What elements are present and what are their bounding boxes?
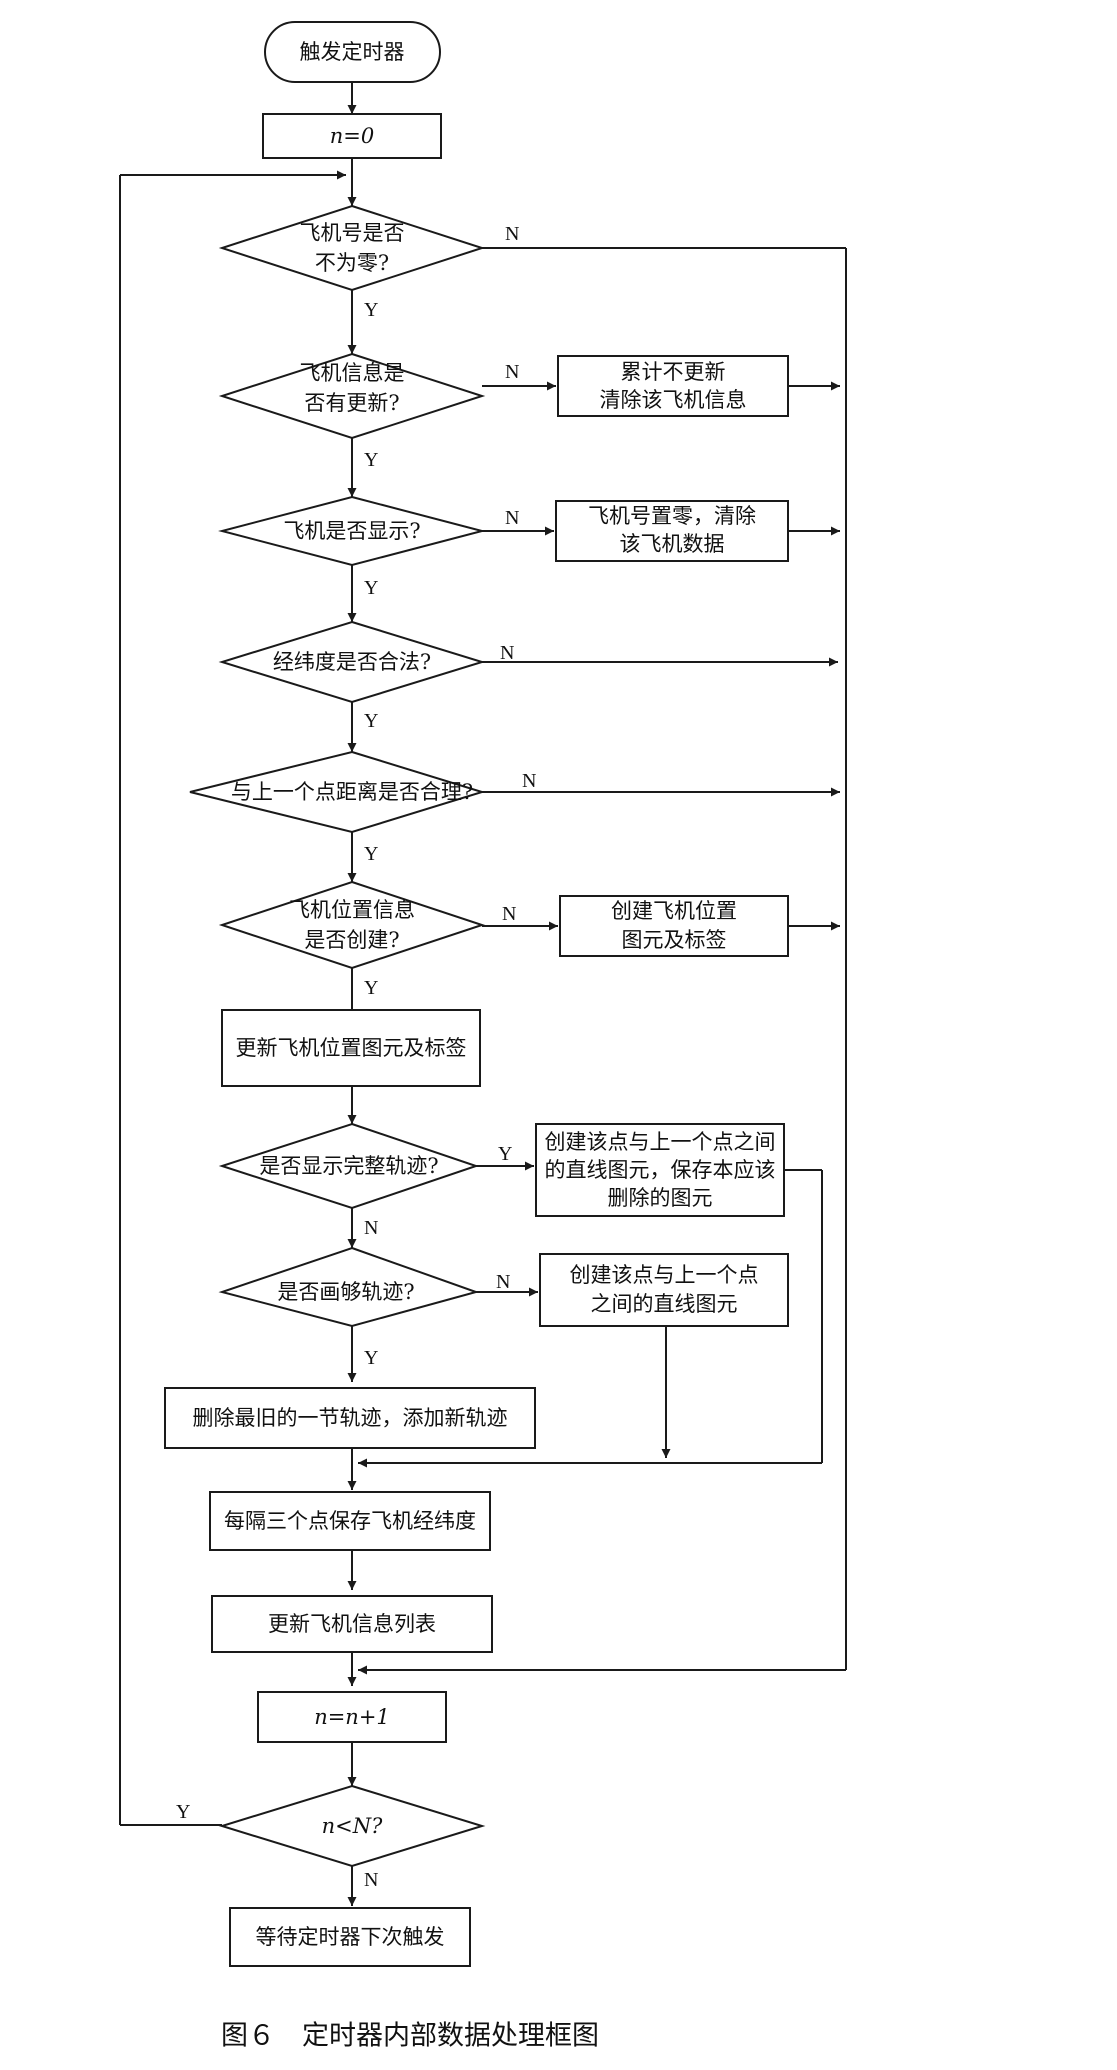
branch-label-n: N [522,770,536,792]
node-init-label: n=0 [330,124,374,148]
process-create-line-label: 创建该点与上一个点 [570,1263,759,1287]
decision-info-updated-label: 飞机信息是 [300,361,405,385]
process-update-position: 更新飞机位置图元及标签 [221,1009,481,1087]
process-zero-id-label: 飞机号置零，清除 [588,504,756,528]
branch-label-n: N [496,1271,510,1293]
branch-label-n: N [505,223,519,245]
branch-label-y: Y [364,577,378,599]
branch-label-n: N [502,903,516,925]
process-zero-id: 飞机号置零，清除 该飞机数据 [555,500,789,562]
process-delete-oldest: 删除最旧的一节轨迹，添加新轨迹 [164,1387,536,1449]
branch-label-y: Y [176,1801,190,1823]
decision-full-track-label: 是否显示完整轨迹? [259,1154,438,1178]
decision-enough-track: 是否画够轨迹? [218,1246,480,1328]
branch-label-n: N [505,361,519,383]
decision-plane-id-label: 不为零? [315,251,389,275]
decision-distance-ok-label: 与上一个点距离是否合理? [231,780,473,804]
process-create-line-keep-label: 删除的图元 [608,1186,713,1210]
branch-label-y: Y [364,449,378,471]
branch-label-n: N [364,1869,378,1891]
process-create-position-label: 图元及标签 [622,928,727,952]
decision-distance-ok: 与上一个点距离是否合理? [189,750,486,834]
decision-pos-created-label: 飞机位置信息 [289,898,415,922]
decision-pos-created-label: 是否创建? [304,928,399,952]
decision-loop: n<N? [218,1784,486,1868]
process-update-list: 更新飞机信息列表 [211,1595,493,1653]
process-accumulate-clear-label: 累计不更新 [621,360,726,384]
process-accumulate-clear: 累计不更新 清除该飞机信息 [557,355,789,417]
node-end: 等待定时器下次触发 [229,1907,471,1967]
branch-labels: N Y N Y N Y N Y N Y N Y Y N N Y Y N [176,223,536,1891]
process-create-position: 创建飞机位置 图元及标签 [559,895,789,957]
node-init: n=0 [262,113,442,159]
process-create-line: 创建该点与上一个点 之间的直线图元 [539,1253,789,1327]
process-delete-oldest-label: 删除最旧的一节轨迹，添加新轨迹 [193,1406,508,1430]
branch-label-y: Y [364,843,378,865]
decision-info-updated-label: 否有更新? [304,391,399,415]
figure-caption: 图６ 定时器内部数据处理框图 [221,2021,599,2052]
process-create-line-keep: 创建该点与上一个点之间 的直线图元，保存本应该 删除的图元 [535,1123,785,1217]
decision-pos-created: 飞机位置信息 是否创建? [218,880,486,970]
branch-label-n: N [505,507,519,529]
decision-plane-id: 飞机号是否 不为零? [218,204,486,292]
decision-displayed: 飞机是否显示? [218,495,486,567]
decision-info-updated: 飞机信息是 否有更新? [218,352,486,440]
branch-label-n: N [364,1217,378,1239]
decision-enough-track-label: 是否画够轨迹? [277,1280,414,1304]
process-create-line-keep-label: 创建该点与上一个点之间 [545,1130,776,1154]
node-start-label: 触发定时器 [300,40,405,64]
branch-label-n: N [500,642,514,664]
process-create-line-keep-label: 的直线图元，保存本应该 [545,1158,776,1182]
process-create-position-label: 创建飞机位置 [611,899,737,923]
process-save-latlon-label: 每隔三个点保存飞机经纬度 [224,1509,476,1533]
branch-label-y: Y [364,710,378,732]
process-update-position-label: 更新飞机位置图元及标签 [236,1036,467,1060]
decision-full-track: 是否显示完整轨迹? [218,1122,480,1210]
decision-displayed-label: 飞机是否显示? [283,519,420,543]
decision-latlon-valid: 经纬度是否合法? [218,620,486,704]
process-save-latlon: 每隔三个点保存飞机经纬度 [209,1491,491,1551]
decision-latlon-valid-label: 经纬度是否合法? [273,650,431,674]
node-start: 触发定时器 [264,21,441,83]
connectors [119,82,847,1906]
branch-label-y: Y [364,977,378,999]
process-increment-label: n=n+1 [314,1705,390,1729]
node-end-label: 等待定时器下次触发 [256,1925,445,1949]
decision-loop-label: n<N? [322,1814,383,1838]
branch-label-y: Y [364,1347,378,1369]
process-increment: n=n+1 [257,1691,447,1743]
process-update-list-label: 更新飞机信息列表 [268,1612,436,1636]
process-accumulate-clear-label: 清除该飞机信息 [600,388,747,412]
decision-plane-id-label: 飞机号是否 [300,221,405,245]
branch-label-y: Y [498,1143,512,1165]
process-create-line-label: 之间的直线图元 [591,1292,738,1316]
branch-label-y: Y [364,299,378,321]
process-zero-id-label: 该飞机数据 [620,532,725,556]
